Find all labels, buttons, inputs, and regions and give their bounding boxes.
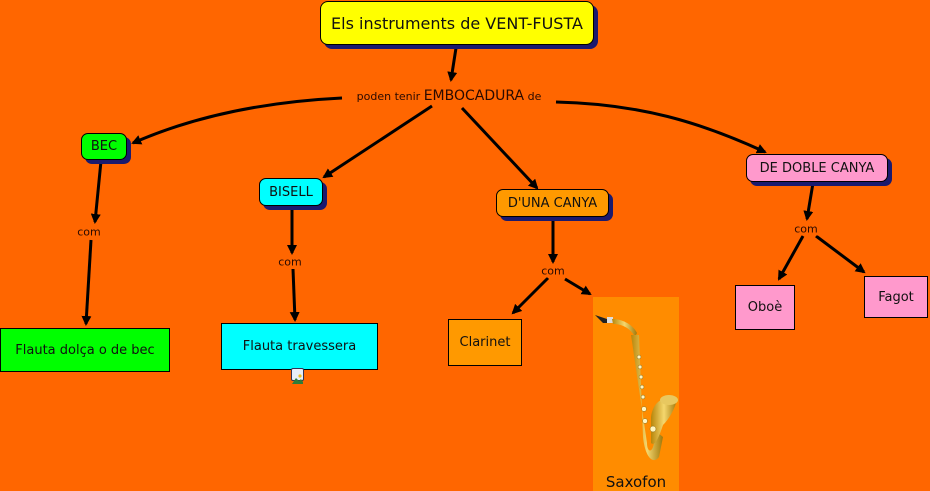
category-label: D'UNA CANYA — [507, 195, 598, 211]
instrument-fagot[interactable]: Fagot — [864, 276, 928, 318]
instrument-saxofon[interactable]: Saxofon — [593, 297, 679, 491]
title-node[interactable]: Els instruments de VENT-FUSTA — [320, 1, 594, 45]
link-com-saxofon — [564, 277, 592, 296]
link-label-com-bisell: com — [276, 255, 304, 269]
link-label-com-una: com — [539, 264, 567, 278]
linking-phrase[interactable]: poden tenir EMBOCADURA de — [354, 88, 544, 104]
link-bec-com — [90, 160, 103, 224]
link-doble-com — [803, 182, 815, 221]
category-una-canya[interactable]: D'UNA CANYA — [496, 189, 609, 217]
instrument-label: Flauta dolça o de bec — [15, 342, 155, 358]
link-com-oboe — [777, 235, 805, 281]
instrument-flauta-dolca[interactable]: Flauta dolça o de bec — [0, 328, 170, 372]
image-icon[interactable] — [291, 368, 304, 384]
link-com-fagot — [815, 234, 866, 274]
saxophone-image — [595, 315, 678, 461]
link-label-com-bec: com — [75, 225, 103, 239]
saxofon-caption: Saxofon — [605, 473, 667, 491]
instrument-clarinet[interactable]: Clarinet — [448, 319, 522, 366]
instrument-label: Flauta travessera — [242, 339, 357, 354]
instrument-oboe[interactable]: Oboè — [735, 285, 795, 330]
instrument-flauta-travessera[interactable]: Flauta travessera — [221, 323, 378, 370]
link-title-embocadura — [447, 47, 458, 82]
instrument-label: Clarinet — [459, 335, 511, 350]
linking-main: EMBOCADURA — [423, 88, 525, 104]
link-com-flauta-travessera — [289, 268, 300, 322]
linking-suffix: de — [527, 90, 542, 103]
category-label: BISELL — [269, 184, 313, 200]
category-label: DE DOBLE CANYA — [759, 160, 875, 176]
instrument-label: Fagot — [878, 289, 914, 305]
link-label-com-doble: com — [792, 222, 820, 236]
link-embocadura-bisell — [322, 104, 433, 179]
category-bisell[interactable]: BISELL — [259, 178, 323, 206]
link-com-clarinet — [511, 276, 550, 315]
link-com-flauta-dolca — [81, 239, 93, 326]
linking-prefix: poden tenir — [356, 90, 421, 103]
category-doble-canya[interactable]: DE DOBLE CANYA — [746, 154, 888, 182]
instrument-label: Oboè — [747, 300, 783, 315]
link-embocadura-una — [460, 106, 539, 190]
link-embocadura-doble — [555, 100, 767, 154]
category-label: BEC — [90, 139, 118, 154]
title-text: Els instruments de VENT-FUSTA — [331, 13, 583, 33]
link-embocadura-bec — [131, 96, 343, 145]
category-bec[interactable]: BEC — [81, 133, 127, 160]
